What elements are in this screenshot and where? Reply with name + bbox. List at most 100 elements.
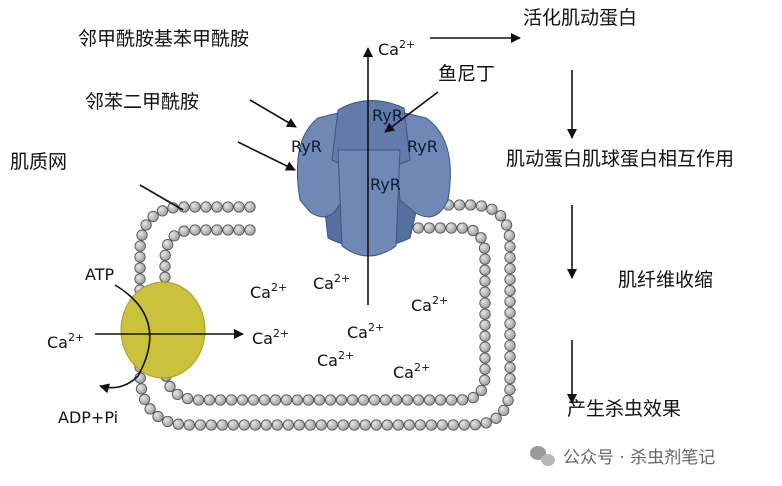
lipid-head xyxy=(504,284,516,297)
lipid-head xyxy=(456,394,469,406)
lipid-head xyxy=(178,225,190,237)
lipid-head xyxy=(346,394,359,406)
lipid-head xyxy=(479,297,491,309)
adp-label: ADP+Pi xyxy=(58,408,118,427)
lipid-head xyxy=(189,224,201,236)
lipid-head xyxy=(200,224,212,236)
lipid-head xyxy=(269,394,282,406)
lipid-head xyxy=(181,392,194,405)
lipid-head xyxy=(504,251,516,264)
lipid-head xyxy=(194,419,206,431)
lipid-head xyxy=(313,394,326,406)
lipid-head xyxy=(445,394,458,406)
lipid-head xyxy=(504,273,516,286)
calcium-ion-label: Ca2+ xyxy=(347,321,384,342)
lipid-head xyxy=(271,419,283,431)
lipid-head xyxy=(423,394,436,406)
lipid-head xyxy=(479,286,491,298)
lipid-head xyxy=(326,419,338,431)
lipid-head xyxy=(475,232,487,244)
sr-label: 肌质网 xyxy=(10,151,67,173)
lipid-head xyxy=(211,224,223,236)
luminal-calcium-ions: Ca2+ Ca2+ Ca2+ Ca2+ Ca2+ Ca2+ Ca2+ xyxy=(250,272,448,382)
lipid-head xyxy=(503,229,516,242)
lipid-head xyxy=(479,374,491,386)
lipid-head xyxy=(504,350,516,363)
lipid-head xyxy=(258,394,271,406)
lipid-head xyxy=(401,394,414,406)
ryanodine-receptor xyxy=(296,99,451,257)
lipid-head xyxy=(348,419,360,431)
lipid-head xyxy=(504,372,516,385)
lipid-head xyxy=(414,419,426,431)
calcium-ion-label: Ca2+ xyxy=(317,349,354,370)
lipid-head xyxy=(504,328,516,341)
lipid-head xyxy=(159,271,171,283)
lipid-head xyxy=(434,394,447,406)
lipid-head xyxy=(504,262,516,275)
lipid-head xyxy=(381,419,393,431)
lipid-head xyxy=(475,384,487,397)
lipid-head xyxy=(280,394,293,406)
lipid-head xyxy=(211,201,223,213)
lipid-head xyxy=(134,251,146,263)
lipid-head xyxy=(140,219,152,231)
lipid-head xyxy=(479,264,491,276)
lipid-head xyxy=(486,203,498,215)
lipid-head xyxy=(390,394,403,406)
pump-calcium-label: Ca2+ xyxy=(47,331,84,352)
lipid-head xyxy=(479,330,491,342)
lipid-head xyxy=(498,404,510,417)
lipid-head xyxy=(233,201,245,213)
lipid-head xyxy=(152,410,164,423)
lipid-head xyxy=(291,394,304,406)
lipid-head xyxy=(357,394,370,406)
lipid-head xyxy=(260,419,272,431)
lipid-head xyxy=(368,394,381,406)
pump-arc-arrow xyxy=(99,284,151,394)
lipid-head xyxy=(222,201,234,213)
lipid-head xyxy=(147,210,159,223)
lipid-head xyxy=(479,308,491,320)
ryanodine-arrow xyxy=(384,91,439,133)
lipid-head xyxy=(453,199,466,211)
lipid-head xyxy=(412,222,424,234)
ryr-label-top: RyR xyxy=(372,106,403,125)
lipid-head xyxy=(171,388,184,401)
lipid-head xyxy=(359,419,371,431)
lipid-head xyxy=(467,391,479,404)
wechat-icon xyxy=(530,446,555,466)
lipid-head xyxy=(447,419,459,431)
lipid-head xyxy=(456,222,468,234)
lipid-head xyxy=(244,201,256,213)
calcium-ion-label: Ca2+ xyxy=(411,294,448,315)
calcium-ion-label: Ca2+ xyxy=(252,327,289,348)
lipid-head xyxy=(490,412,502,424)
lipid-head xyxy=(282,419,294,431)
lipid-head xyxy=(495,210,507,222)
lipid-head xyxy=(302,394,315,406)
lipid-head xyxy=(479,363,491,375)
flow-step-3: 肌纤维收缩 xyxy=(618,269,713,291)
ryr-label-center: RyR xyxy=(370,175,401,194)
calcium-ion-label: Ca2+ xyxy=(393,361,430,382)
lipid-head xyxy=(225,394,238,406)
lipid-head xyxy=(159,249,171,261)
lipid-head xyxy=(379,394,392,406)
lipid-head xyxy=(134,240,146,252)
lipid-head xyxy=(233,224,245,236)
lipid-head xyxy=(500,219,513,231)
lipid-head xyxy=(236,394,249,406)
lipid-head xyxy=(183,419,195,431)
inhibitor-1-arrow xyxy=(249,99,297,128)
lipid-head xyxy=(479,253,491,265)
lipid-head xyxy=(434,222,446,234)
flow-step-1: 活化肌动蛋白 xyxy=(523,7,637,29)
lipid-head xyxy=(315,419,327,431)
lipid-head xyxy=(335,394,348,406)
lipid-head xyxy=(134,262,146,274)
lipid-head xyxy=(205,419,217,431)
lipid-head xyxy=(504,295,516,308)
lipid-head xyxy=(475,200,488,212)
